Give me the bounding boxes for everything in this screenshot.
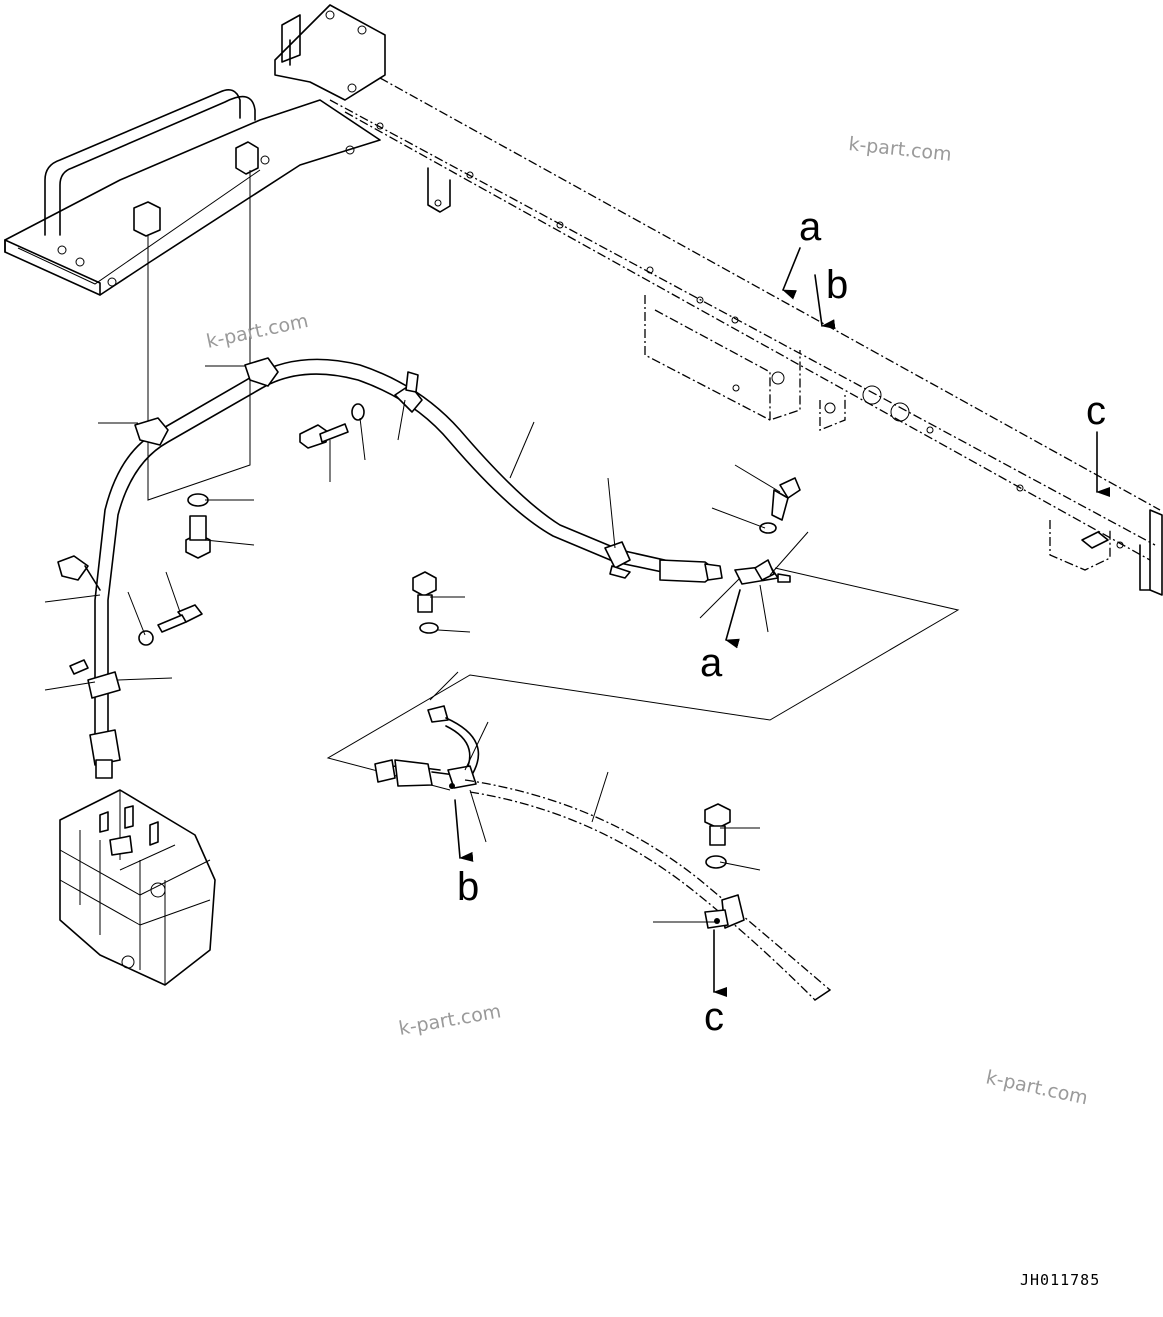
callout-b-bottom: b [457,865,479,909]
control-valve-block [59,789,216,986]
callout-c-top: c [1086,389,1106,433]
watermark: k-part.com [397,1000,503,1040]
drawing-code: JH011785 [1020,1271,1100,1289]
watermark: k-part.com [984,1066,1090,1109]
detail-harness [374,705,831,1001]
callout-b-top: b [826,263,848,307]
reference-arrows [454,247,1110,997]
watermark: k-part.com [847,133,952,166]
callout-c-bottom: c [704,995,724,1039]
bolts-and-washers [138,403,801,869]
leader-lines [44,365,809,923]
frame-assembly [4,4,1163,596]
callout-a-top: a [799,205,822,249]
wire-harness [57,357,723,779]
guide-lines [147,170,960,791]
watermark: k-part.com [204,310,310,353]
callout-a-bottom: a [700,641,723,685]
